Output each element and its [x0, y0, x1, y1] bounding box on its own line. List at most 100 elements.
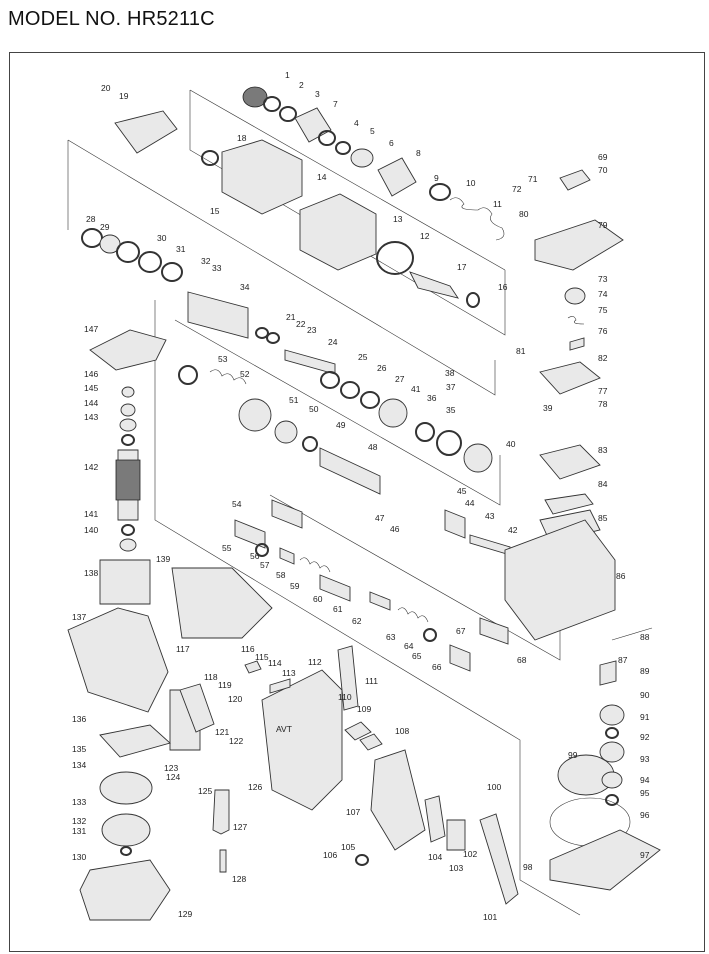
part-label-33: 33: [212, 263, 222, 273]
part-label-8: 8: [416, 148, 421, 158]
front-assembly-parts: [114, 86, 505, 308]
part-label-73: 73: [598, 274, 608, 284]
part-label-27: 27: [395, 374, 405, 384]
part-label-81: 81: [516, 346, 526, 356]
part-label-56: 56: [250, 551, 260, 561]
part-label-103: 103: [449, 863, 463, 873]
part-label-107: 107: [346, 807, 360, 817]
part-label-143: 143: [84, 412, 98, 422]
part-label-34: 34: [240, 282, 250, 292]
part-label-111: 111: [365, 676, 378, 686]
part-label-141: 141: [84, 509, 98, 519]
part-label-47: 47: [375, 513, 385, 523]
part-label-66: 66: [432, 662, 442, 672]
part-label-24: 24: [328, 337, 338, 347]
part-label-15: 15: [210, 206, 220, 216]
part-label-5: 5: [370, 126, 375, 136]
part-label-99: 99: [568, 750, 578, 760]
part-label-92: 92: [640, 732, 650, 742]
part-label-57: 57: [260, 560, 270, 570]
part-label-53: 53: [218, 354, 228, 364]
part-label-35: 35: [446, 405, 456, 415]
part-label-50: 50: [309, 404, 319, 414]
part-label-134: 134: [72, 760, 86, 770]
part-label-63: 63: [386, 632, 396, 642]
part-label-85: 85: [598, 513, 608, 523]
part-label-46: 46: [390, 524, 400, 534]
part-label-41: 41: [411, 384, 421, 394]
part-label-75: 75: [598, 305, 608, 315]
part-label-28: 28: [86, 214, 96, 224]
part-label-23: 23: [307, 325, 317, 335]
part-label-7: 7: [333, 99, 338, 109]
part-label-144: 144: [84, 398, 98, 408]
part-label-30: 30: [157, 233, 167, 243]
part-label-93: 93: [640, 754, 650, 764]
part-label-138: 138: [84, 568, 98, 578]
diagram-frame: [9, 52, 705, 952]
part-label-123: 123: [164, 763, 178, 773]
part-label-37: 37: [446, 382, 456, 392]
part-label-42: 42: [508, 525, 518, 535]
part-label-12: 12: [420, 231, 430, 241]
part-label-119: 119: [218, 680, 232, 690]
part-label-2: 2: [299, 80, 304, 90]
part-label-17: 17: [457, 262, 467, 272]
part-label-22: 22: [296, 319, 306, 329]
part-label-25: 25: [358, 352, 368, 362]
part-label-69: 69: [598, 152, 608, 162]
part-label-121: 121: [215, 727, 229, 737]
part-label-90: 90: [640, 690, 650, 700]
part-label-39: 39: [543, 403, 553, 413]
part-label-13: 13: [393, 214, 403, 224]
part-label-100: 100: [487, 782, 501, 792]
part-label-87: 87: [618, 655, 628, 665]
part-label-29: 29: [100, 222, 110, 232]
part-label-146: 146: [84, 369, 98, 379]
part-label-125: 125: [198, 786, 212, 796]
part-label-120: 120: [228, 694, 242, 704]
part-label-10: 10: [466, 178, 476, 188]
part-label-77: 77: [598, 386, 608, 396]
part-label-142: 142: [84, 462, 98, 472]
part-label-19: 19: [119, 91, 129, 101]
part-label-60: 60: [313, 594, 323, 604]
part-label-78: 78: [598, 399, 608, 409]
part-label-112: 112: [308, 657, 322, 667]
part-label-122: 122: [229, 736, 243, 746]
part-label-20: 20: [101, 83, 111, 93]
part-label-108: 108: [395, 726, 409, 736]
part-label-43: 43: [485, 511, 495, 521]
part-label-61: 61: [333, 604, 343, 614]
part-label-96: 96: [640, 810, 650, 820]
part-label-139: 139: [156, 554, 170, 564]
motor-parts: [67, 329, 273, 921]
part-label-82: 82: [598, 353, 608, 363]
part-label-145: 145: [84, 383, 98, 393]
part-label-72: 72: [512, 184, 522, 194]
part-label-51: 51: [289, 395, 299, 405]
part-label-65: 65: [412, 651, 422, 661]
part-label-114: 114: [268, 658, 282, 668]
part-label-3: 3: [315, 89, 320, 99]
part-label-126: 126: [248, 782, 262, 792]
part-label-88: 88: [640, 632, 650, 642]
part-label-84: 84: [598, 479, 608, 489]
part-label-45: 45: [457, 486, 467, 496]
part-label-110: 110: [338, 692, 352, 702]
part-label-52: 52: [240, 369, 250, 379]
part-label-91: 91: [640, 712, 650, 722]
part-label-38: 38: [445, 368, 455, 378]
part-label-18: 18: [237, 133, 247, 143]
part-label-94: 94: [640, 775, 650, 785]
part-label-105: 105: [341, 842, 355, 852]
part-label-127: 127: [233, 822, 247, 832]
part-label-14: 14: [317, 172, 327, 182]
part-label-133: 133: [72, 797, 86, 807]
part-label-102: 102: [463, 849, 477, 859]
part-label-16: 16: [498, 282, 508, 292]
part-label-116: 116: [241, 644, 255, 654]
part-label-59: 59: [290, 581, 300, 591]
